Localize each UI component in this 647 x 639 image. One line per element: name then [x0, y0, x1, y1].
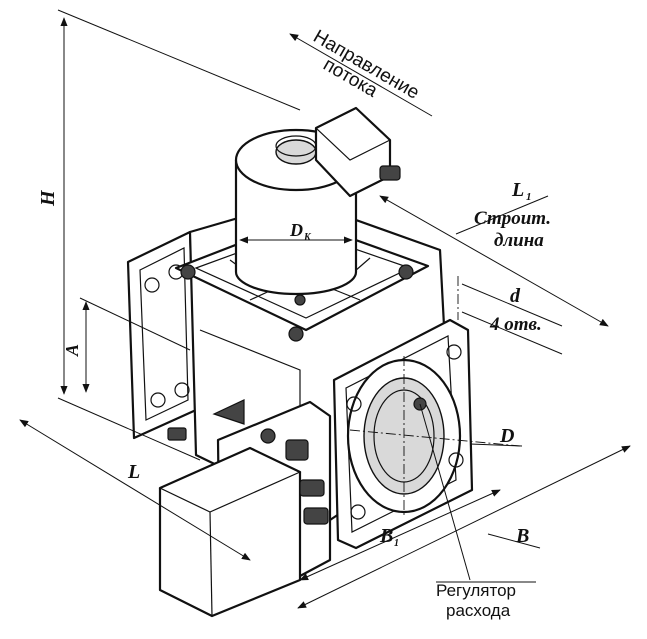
dimension-label-B1: B: [379, 525, 393, 547]
regulator-label-1: Регулятор: [436, 581, 516, 600]
dimension-label-Dk: D: [289, 220, 303, 240]
cable-gland: [299, 479, 325, 497]
box-screw: [260, 428, 276, 444]
holes-label: 4 отв.: [489, 314, 542, 335]
flange-bolt-hole: [446, 344, 462, 360]
flange-bolt-hole: [144, 277, 160, 293]
coil-cap: [275, 139, 317, 165]
dimension-label-B: B: [515, 525, 529, 547]
dimension-label-L1: L: [511, 179, 524, 201]
flange-bolt-hole: [150, 392, 166, 408]
dimension-label-A: A: [62, 344, 82, 357]
regulator-label-2: расхода: [446, 601, 511, 620]
terminal-box: [158, 400, 332, 618]
dimension-label-L1-sub: 1: [526, 191, 532, 203]
dimension-lines: [19, 9, 631, 609]
build-length-label-2: длина: [494, 230, 544, 251]
mounting-lug: [167, 427, 187, 441]
flange-bolt-hole: [346, 396, 362, 412]
dimension-label-L: L: [127, 461, 140, 483]
cover-screw: [398, 264, 414, 280]
dimension-label-H: H: [37, 189, 59, 207]
dimension-label-d: d: [510, 285, 521, 307]
cover-screw: [180, 264, 196, 280]
terminal-box-cover: [158, 446, 302, 618]
cover-screw: [294, 294, 306, 306]
cable-gland: [379, 165, 401, 181]
solenoid-coil: [234, 106, 401, 296]
dimension-label-Dk-sub: K: [303, 232, 312, 243]
cover-screw: [288, 326, 304, 342]
flange-bolt-hole: [174, 382, 190, 398]
flow-arrow-cast: [212, 399, 245, 425]
build-length-label-1: Строит.: [474, 208, 551, 229]
cable-gland: [285, 439, 309, 461]
dimension-label-D: D: [499, 425, 514, 447]
dimension-label-B1-sub: 1: [394, 538, 399, 549]
cable-gland: [303, 507, 329, 525]
